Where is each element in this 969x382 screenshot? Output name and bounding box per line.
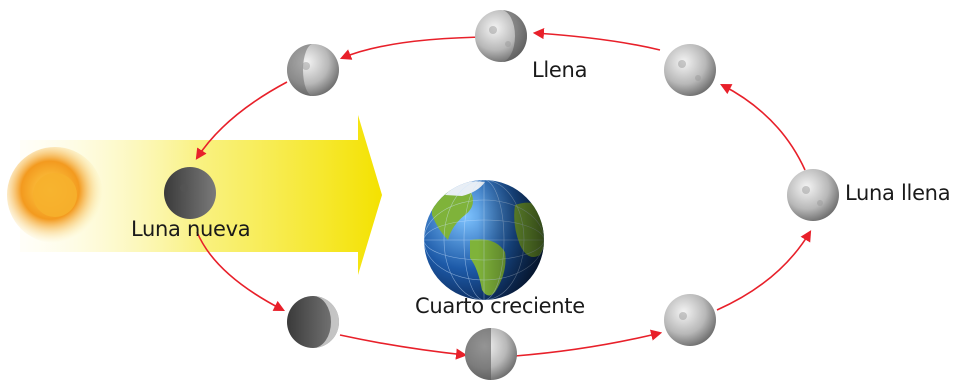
label-llena: Llena [532,58,588,82]
orbit-arrow-icon [339,334,468,360]
moon-icon [287,44,339,96]
orbit-arrow-icon [514,329,663,357]
moon-icon [287,296,339,348]
sun-icon [7,147,103,243]
moon-icon [664,44,716,96]
moon-icon [164,167,216,219]
orbit-arrow-icon [195,81,288,160]
moon-icon [787,169,839,221]
label-luna-nueva: Luna nueva [131,217,251,241]
earth-icon [424,180,544,300]
orbit-arrow-icon [196,231,285,312]
orbit-arrow-icon [532,28,661,51]
label-luna-llena: Luna llena [845,181,951,205]
orbit-arrow-icon [720,83,806,171]
orbit-arrows [195,28,812,360]
label-cuarto-creciente: Cuarto creciente [415,294,585,318]
moon-icon [664,294,716,346]
orbit-arrow-icon [716,230,812,311]
moon-icon [475,10,527,62]
orbit-arrow-icon [339,36,491,60]
moon-icon [465,328,517,380]
